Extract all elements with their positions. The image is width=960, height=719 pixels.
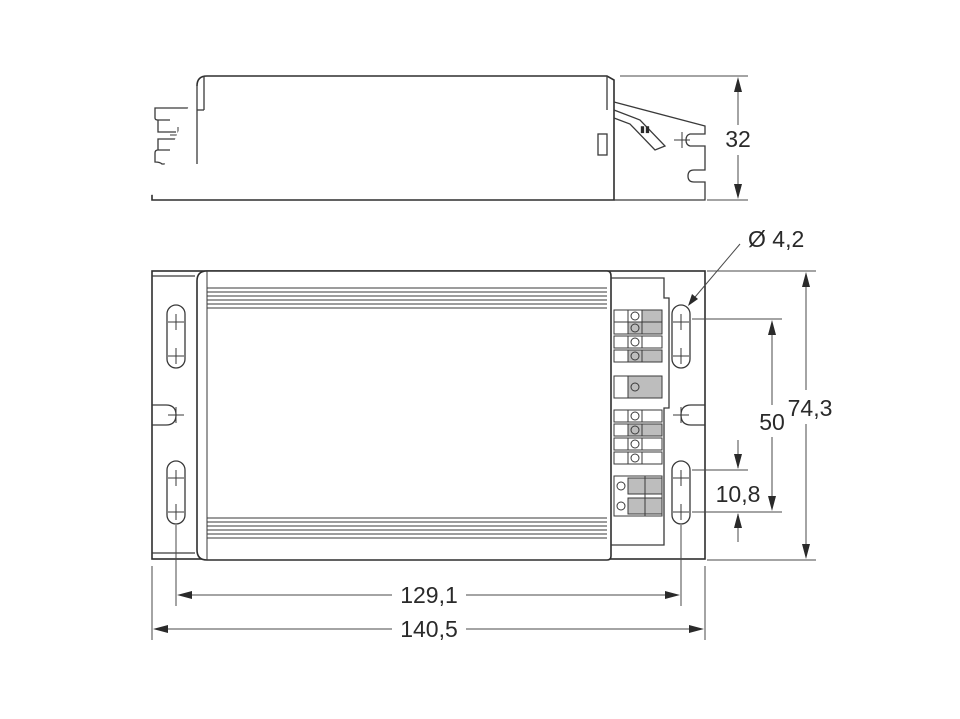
right-mounting-slots: [671, 304, 705, 525]
right-bottom-slot: [671, 460, 691, 525]
svg-text:▮▮: ▮▮: [640, 124, 650, 134]
left-top-slot: [166, 304, 186, 369]
left-bottom-slot: [166, 460, 186, 525]
side-left-flange: [151, 107, 200, 196]
dim-total-height: 74,3: [788, 395, 833, 421]
top-view: Ø 4,2 50 74,3 10,8 129,1: [151, 226, 833, 642]
dim-hole-spacing-vertical: 50: [759, 409, 785, 435]
dim-total-length: 140,5: [400, 616, 458, 642]
dim-slot-length: 10,8: [716, 481, 761, 507]
side-view: ▮▮ 32: [151, 75, 751, 201]
side-housing: [151, 75, 615, 201]
top-ribs: [207, 287, 607, 309]
side-slot: [597, 133, 608, 156]
bottom-ribs: [207, 517, 607, 539]
dim-hole-spacing-horizontal: 129,1: [400, 582, 458, 608]
top-housing: [196, 270, 612, 561]
dim-hole-diameter: Ø 4,2: [748, 226, 804, 252]
left-mounting-slots: [152, 304, 186, 525]
terminal-block: [611, 277, 670, 546]
dim-height-side: 32: [725, 126, 751, 152]
side-right-flange: [613, 101, 706, 201]
right-top-slot: [671, 304, 691, 369]
